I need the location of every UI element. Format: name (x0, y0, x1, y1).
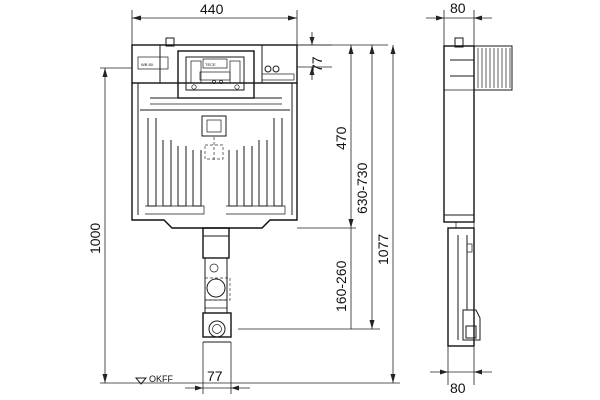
dim-outlet-height: 160-260 (333, 260, 349, 312)
dim-side-depth-top: 80 (450, 0, 466, 16)
side-body (443, 45, 475, 223)
cistern-ribs-left (145, 118, 205, 215)
side-ribs (473, 45, 513, 91)
dim-cistern-height: 470 (333, 126, 349, 150)
inspection-window (201, 115, 227, 137)
side-top-connector (454, 37, 464, 48)
outlet-bend (208, 320, 226, 338)
dim-total-height: 1077 (375, 234, 391, 265)
actuator-inner (185, 56, 245, 91)
cistern-ribs-right (226, 118, 286, 215)
dim-flush-height: 630-730 (354, 162, 370, 214)
top-connector (165, 37, 175, 47)
floor-level-label: OKFF (149, 374, 174, 384)
actuator-housing (177, 50, 255, 99)
flush-pipe (202, 227, 232, 343)
dimension-lines: 440 77 470 630-730 160-260 1077 (87, 0, 492, 396)
dim-front-width: 440 (200, 1, 224, 17)
dim-top-panel-height: 77 (309, 56, 325, 72)
brand-plate-label: TECE (205, 62, 216, 67)
dim-pipe-offset: 77 (207, 368, 223, 384)
dim-side-depth-bottom: 80 (450, 380, 466, 396)
front-view: WB 80 TECE (131, 37, 298, 343)
brand-plate (202, 58, 228, 69)
left-plate (137, 56, 169, 70)
top-panel (131, 44, 298, 84)
side-view (443, 37, 513, 347)
side-pipe (447, 227, 475, 347)
left-plate-marking: WB 80 (141, 62, 154, 67)
dim-frame-height: 1000 (87, 223, 103, 254)
